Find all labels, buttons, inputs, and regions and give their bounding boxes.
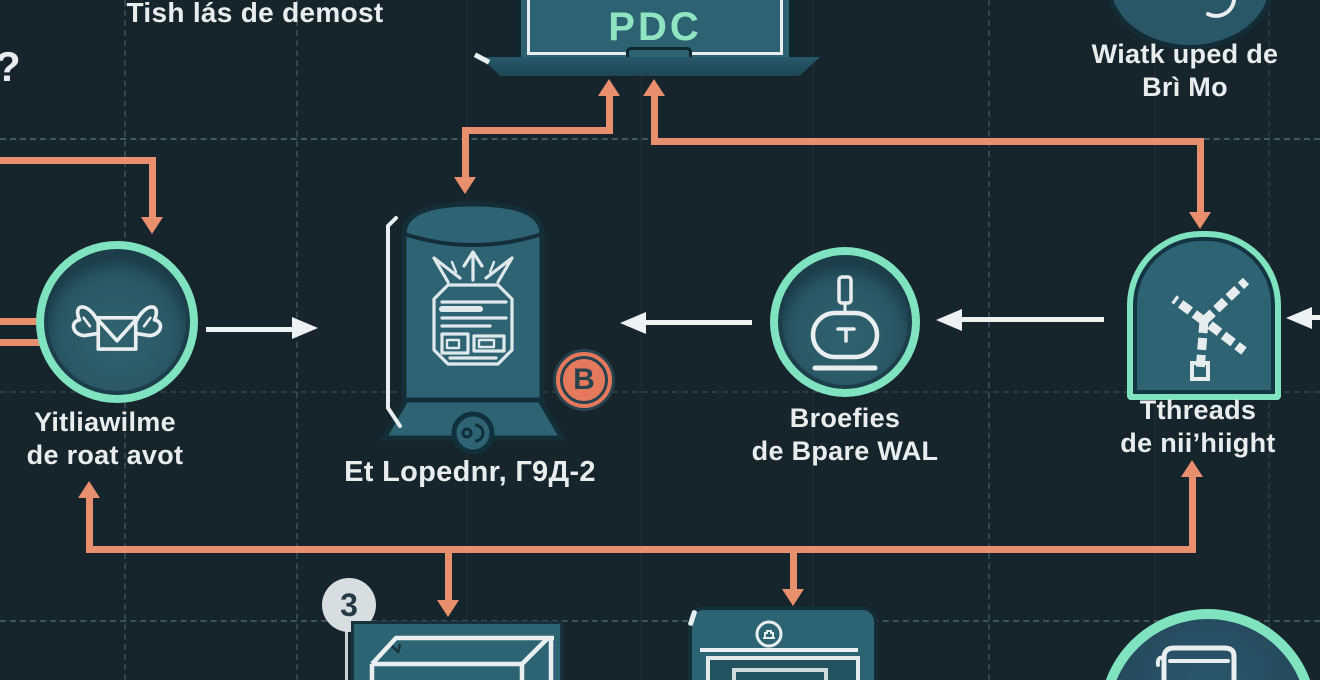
- arrowhead-up: [78, 481, 100, 498]
- laptop-screen-label: PDC: [608, 5, 702, 49]
- grid-line-vertical: [988, 0, 990, 680]
- server-badge: B: [553, 349, 615, 411]
- sphere-highlight-icon: [1206, 0, 1236, 18]
- grid-line-horizontal: [0, 391, 1320, 393]
- arrowhead-up: [598, 79, 620, 96]
- threads-label-line2: de niiʼhiight: [1120, 428, 1276, 458]
- open-crate-icon: [369, 635, 554, 680]
- top-right-label-line2: Brì Mo: [1142, 72, 1228, 102]
- white-line: [645, 320, 752, 325]
- vault-label-line2: de Bpare WAL: [751, 436, 939, 466]
- server-badge-letter: B: [560, 356, 608, 404]
- laptop-base: [480, 57, 820, 76]
- mail-node: [36, 241, 198, 403]
- grid-line-horizontal: [0, 620, 1320, 622]
- arrowhead-down: [1189, 212, 1211, 229]
- phone-screen-inner: [732, 668, 828, 680]
- orange-stub-left-upper: [0, 318, 46, 325]
- crowned-window-server-icon: [432, 250, 514, 366]
- server-node-label: Et Lopednr, Г9Д-2: [344, 456, 596, 488]
- orange-line: [86, 546, 1196, 553]
- orange-line: [462, 131, 469, 179]
- phone-badge-icon: [755, 620, 783, 648]
- arrowhead-down: [141, 217, 163, 234]
- document-card-icon: [1155, 645, 1237, 680]
- arrowhead-left: [936, 309, 962, 331]
- laptop-base-highlight: [473, 52, 491, 65]
- orange-line: [462, 127, 613, 134]
- arrowhead-up: [1181, 460, 1203, 477]
- phone-screen-top-line: [700, 648, 858, 652]
- arrowhead-up: [643, 79, 665, 96]
- arrowhead-left: [620, 312, 646, 334]
- orange-line: [0, 157, 156, 164]
- mail-node-face: [44, 249, 190, 395]
- top-right-node-label: Wiatk uped de Brì Mo: [1063, 38, 1307, 104]
- threads-label-line1: Tthreads: [1139, 395, 1257, 425]
- orange-line: [790, 550, 797, 591]
- orange-line: [149, 161, 156, 219]
- mail-node-label: Yitliawilme de roat avot: [0, 406, 210, 472]
- server-body: [379, 201, 567, 454]
- winged-envelope-icon: [71, 305, 163, 351]
- white-line: [961, 317, 1104, 322]
- orange-line: [651, 138, 1204, 145]
- orange-line: [86, 498, 93, 550]
- orange-line: [651, 95, 658, 143]
- threads-node: [1127, 231, 1281, 400]
- mail-label-line1: Yitliawilme: [34, 407, 176, 437]
- grid-line-vertical: [296, 0, 298, 680]
- white-line: [1311, 315, 1320, 320]
- mail-label-line2: de roat avot: [26, 440, 184, 470]
- pin-lock-icon: [810, 275, 880, 371]
- arrowhead-left: [1286, 307, 1312, 329]
- title-top-left: Tish lás de demost: [126, 0, 384, 28]
- orange-line: [606, 95, 613, 133]
- arrowhead-down: [782, 589, 804, 606]
- arrowhead-right: [292, 317, 318, 339]
- threads-junction-icon: [1171, 277, 1250, 381]
- crate-node: [351, 621, 563, 680]
- arrowhead-down: [454, 177, 476, 194]
- grid-line-vertical: [640, 0, 642, 680]
- threads-node-label: Tthreads de niiʼhiight: [1076, 394, 1320, 460]
- question-mark: ?: [0, 46, 28, 88]
- vault-node-face: [778, 255, 912, 389]
- server-node: [379, 201, 567, 454]
- vault-label-line1: Broefies: [789, 403, 901, 433]
- white-line: [206, 327, 294, 332]
- top-right-label-line1: Wiatk uped de: [1091, 39, 1279, 69]
- orange-line: [1197, 142, 1204, 214]
- step-badge-stem: [345, 630, 348, 680]
- orange-line: [445, 550, 452, 602]
- arrowhead-down: [437, 600, 459, 617]
- orange-line: [1189, 477, 1196, 550]
- vault-node: [770, 247, 920, 397]
- vault-node-label: Broefies de Bpare WAL: [722, 402, 968, 468]
